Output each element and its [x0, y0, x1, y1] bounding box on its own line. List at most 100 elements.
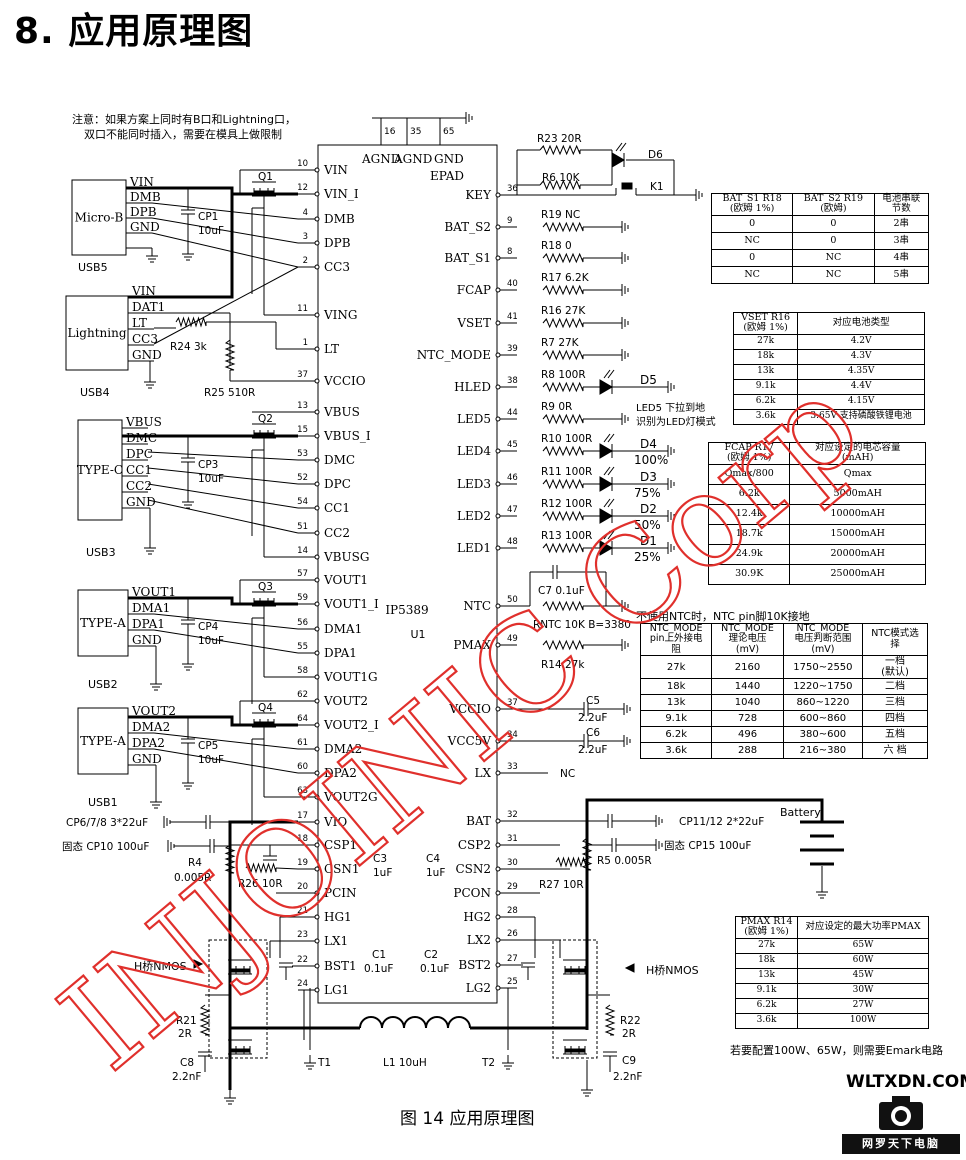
resistor-r27	[555, 856, 587, 868]
table-header-cell: VSET R16 (欧姆 1%)	[732, 312, 799, 335]
table-cell: 65W	[797, 937, 929, 954]
resistor	[542, 317, 584, 329]
pin-number: 21	[297, 906, 308, 916]
pin-label: VING	[323, 308, 358, 322]
table-cell: 3.6k	[639, 742, 713, 760]
component-label: 10uF	[198, 635, 224, 647]
connector-usb4	[65, 295, 129, 371]
ground-symbol	[304, 1055, 316, 1070]
ground-symbol	[623, 735, 631, 747]
pin-number: 25	[507, 977, 518, 987]
led-percent: 25%	[634, 550, 661, 564]
pin-label: LT	[324, 342, 339, 356]
pin-dot	[314, 433, 320, 439]
resistor-r6	[539, 179, 581, 191]
component-label: R9 0R	[541, 401, 572, 413]
logo-subtext: 网罗天下电脑	[842, 1134, 960, 1154]
connector-body	[77, 589, 129, 657]
pin-label: DMA2	[324, 742, 362, 756]
pin-label: LG2	[466, 981, 491, 995]
pin-number: 44	[507, 408, 518, 418]
pin-number: 65	[443, 127, 454, 137]
pin-dot	[314, 819, 320, 825]
pin-dot	[314, 842, 320, 848]
connector-pin-label: DAT1	[132, 300, 165, 314]
table-battery-series: BAT_S1 R18 (欧姆 1%)BAT_S2 R19 (欧姆)电池串联 节数…	[710, 193, 930, 284]
vio-trace	[228, 820, 298, 1030]
connector-pin-label: GND	[130, 220, 160, 234]
led-label: D4	[640, 437, 657, 451]
table-cell: 18k	[732, 348, 799, 365]
diode-body	[611, 152, 625, 168]
pin-label: PMAX	[453, 638, 491, 652]
pin-label: NTC_MODE	[417, 348, 491, 362]
table-cell: Qmax	[789, 463, 926, 485]
pin-label: BAT_S2	[444, 220, 491, 234]
battery-symbol	[800, 820, 844, 866]
table-cell: 6.2k	[732, 393, 799, 410]
table-cell: 20000mAH	[789, 543, 926, 565]
pin-number: 15	[297, 425, 308, 435]
connector-usb1	[77, 707, 129, 775]
table-cell: Qmax/800	[707, 463, 791, 485]
resistor	[542, 221, 584, 233]
pin-label: VIO	[323, 815, 347, 829]
pin-label: CC3	[324, 260, 350, 274]
hbridge-box	[552, 939, 598, 1059]
pin-dot	[314, 674, 320, 680]
component-label: 0.1uF	[364, 963, 393, 975]
table-cell: 45W	[797, 967, 929, 984]
pin-label: HLED	[454, 380, 491, 394]
led-arrow	[603, 433, 611, 443]
pin-label: EPAD	[430, 169, 464, 183]
component-label: C6	[586, 727, 600, 739]
led-diode	[599, 498, 615, 524]
connector-name: USB3	[86, 546, 116, 559]
mosfet-body	[229, 1048, 251, 1053]
pin-number: 11	[297, 304, 308, 314]
ground-symbol	[623, 703, 631, 715]
pin-dot	[495, 513, 501, 519]
led-arrow	[603, 530, 611, 540]
led-percent: 75%	[634, 486, 661, 500]
pin-number: 54	[297, 497, 308, 507]
ground-symbol	[182, 656, 194, 671]
pin-label: GND	[434, 152, 464, 166]
pin-number: 63	[297, 786, 308, 796]
ground-symbol	[667, 542, 675, 554]
connector-pin-label: DMC	[126, 431, 157, 445]
resistor-r25	[224, 339, 236, 371]
connector-usb2	[77, 589, 129, 657]
pin-dot	[495, 866, 501, 872]
table-cell: 12.4k	[707, 503, 791, 525]
ground-symbol	[182, 246, 194, 261]
table-header-cell: NTC模式选 择	[862, 622, 928, 657]
pin-label: DMB	[324, 212, 355, 226]
resistor-r24	[175, 316, 207, 328]
pin-dot	[495, 481, 501, 487]
pin-number: 46	[507, 473, 518, 483]
resistor-r23	[539, 144, 581, 156]
component-label: T1	[317, 1057, 331, 1069]
connector-pin-label: CC2	[126, 479, 152, 493]
pin-dot	[495, 416, 501, 422]
pin-number: 37	[297, 370, 308, 380]
component-label: C7 0.1uF	[538, 585, 585, 597]
mosfet-body	[253, 432, 275, 437]
pin-dot	[495, 287, 501, 293]
pin-label: LX	[474, 766, 491, 780]
pin-label: BST2	[458, 958, 491, 972]
table-cell: 4.35V	[797, 363, 925, 380]
component-label: CP1	[198, 211, 218, 223]
pin-dot	[314, 409, 320, 415]
resistor-r4	[224, 844, 236, 874]
component-label: CP11/12 2*22uF	[679, 816, 764, 828]
led-arrow	[603, 498, 611, 508]
table-cell: 13k	[732, 363, 799, 380]
pin-number: 28	[507, 906, 518, 916]
pin-number: 36	[507, 184, 518, 194]
battery-label: Battery	[780, 806, 821, 819]
